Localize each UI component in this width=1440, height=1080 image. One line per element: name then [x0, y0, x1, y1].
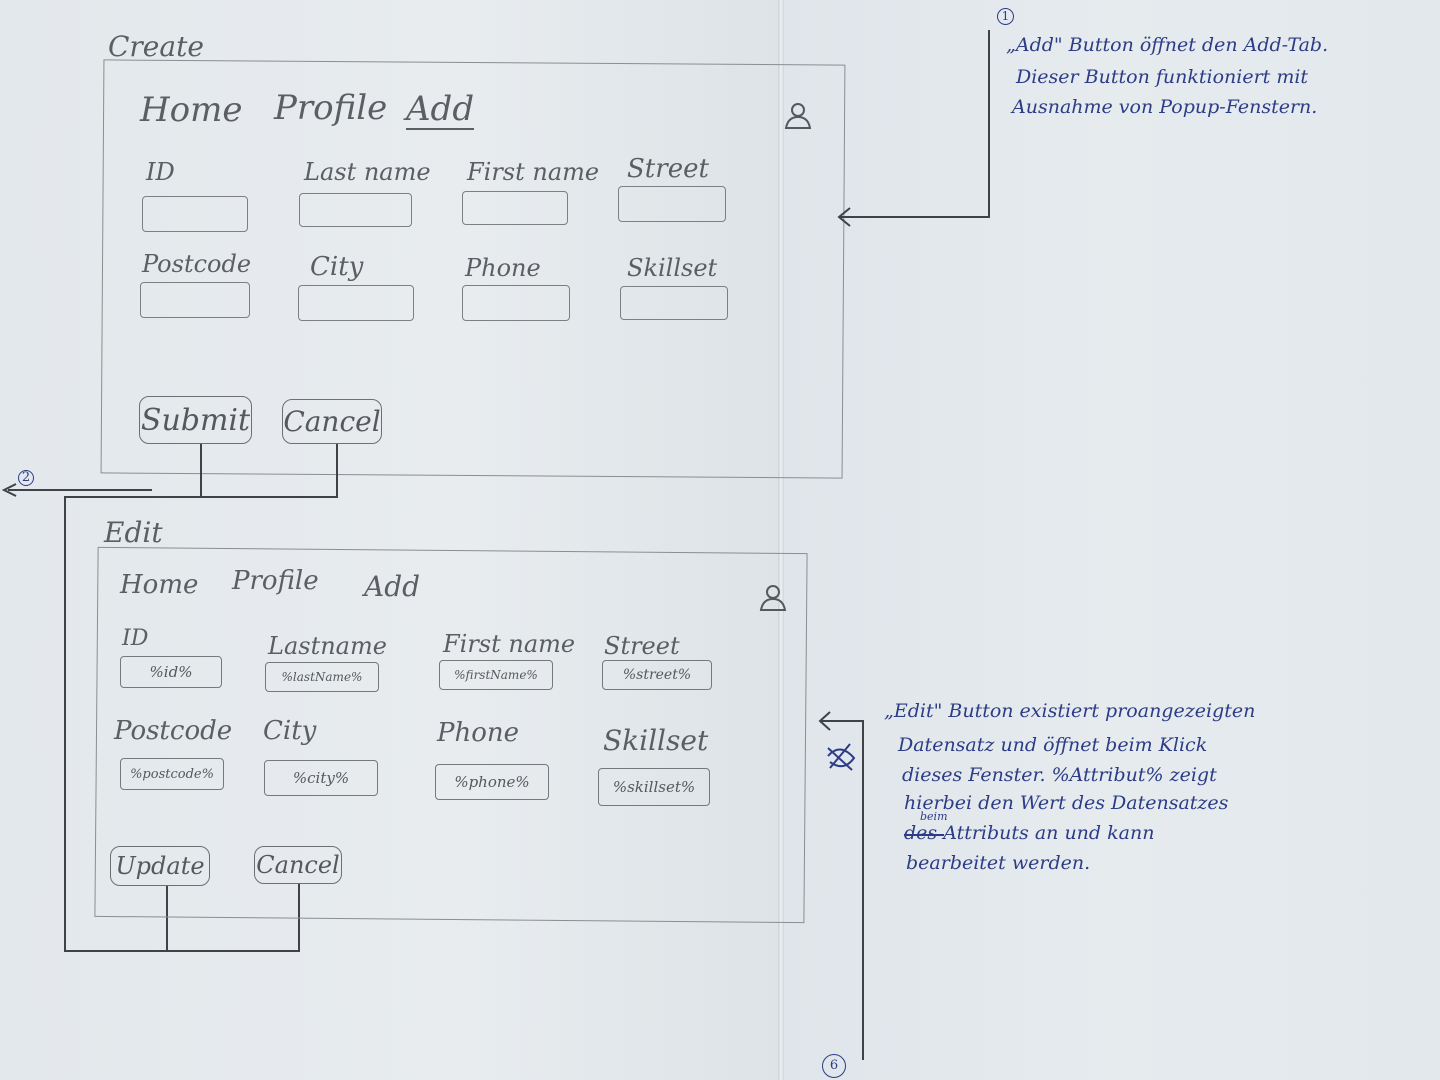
edit-cancel-connector — [298, 884, 300, 952]
create-skillset-input[interactable] — [620, 286, 728, 320]
marker-one: 1 — [997, 8, 1014, 25]
create-last-name-input[interactable] — [299, 193, 412, 227]
create-label-id: ID — [146, 158, 175, 186]
edit-nav-profile[interactable]: Profile — [232, 566, 319, 596]
marker-six: 6 — [822, 1054, 846, 1078]
note-one-connector-horizontal — [840, 216, 990, 218]
create-title: Create — [108, 30, 204, 63]
edit-note-line-6: bearbeitet werden. — [906, 852, 1091, 874]
add-note-line-2: Dieser Button funktioniert mit — [1016, 66, 1309, 88]
edit-first-name-field[interactable]: %firstName% — [439, 660, 553, 690]
marker-two-arrowhead — [1, 483, 17, 497]
paper-left — [0, 0, 782, 1080]
create-label-street: Street — [627, 154, 709, 184]
update-connector — [166, 886, 168, 952]
cancel-connector — [336, 444, 338, 498]
create-first-name-input[interactable] — [462, 191, 568, 225]
edit-note-insert: beim — [920, 810, 948, 823]
create-submit-button[interactable]: Submit — [139, 396, 252, 444]
edit-cancel-button[interactable]: Cancel — [254, 846, 342, 884]
edit-update-button[interactable]: Update — [110, 846, 210, 886]
edit-skillset-field[interactable]: %skillset% — [598, 768, 710, 806]
edit-label-skillset: Skillset — [603, 724, 709, 757]
edit-bottom-connector — [64, 950, 300, 952]
edit-note-line-4: hierbei den Wert des Datensatzes — [904, 792, 1229, 814]
edit-user-icon[interactable] — [758, 582, 788, 612]
create-nav-add[interactable]: Add — [406, 89, 475, 130]
create-user-icon[interactable] — [783, 100, 813, 130]
add-note-line-1: „Add" Button öffnet den Add-Tab. — [1006, 34, 1329, 56]
edit-id-field[interactable]: %id% — [120, 656, 222, 688]
create-label-last-name: Last name — [304, 158, 431, 186]
edit-pointer-horizontal — [820, 720, 864, 722]
paper-right — [782, 0, 1440, 1080]
left-connector — [64, 496, 66, 952]
create-label-first-name: First name — [467, 158, 600, 186]
edit-nav-home[interactable]: Home — [120, 570, 199, 600]
edit-nav-add[interactable]: Add — [364, 570, 421, 603]
edit-note-line-2: Datensatz und öffnet beim Klick — [898, 734, 1208, 756]
edit-postcode-field[interactable]: %postcode% — [120, 758, 224, 790]
create-nav-home[interactable]: Home — [140, 90, 243, 130]
bottom-connector — [64, 496, 338, 498]
create-phone-input[interactable] — [462, 285, 570, 321]
edit-note-line-3: dieses Fenster. %Attribut% zeigt — [902, 764, 1217, 786]
create-label-phone: Phone — [465, 254, 541, 282]
create-label-city: City — [310, 252, 364, 282]
edit-label-city: City — [263, 716, 317, 746]
edit-note-line-1: „Edit" Button existiert proangezeigten — [884, 700, 1256, 722]
paper-fold — [778, 0, 784, 1080]
edit-phone-field[interactable]: %phone% — [435, 764, 549, 800]
edit-label-id: ID — [122, 626, 149, 651]
create-label-skillset: Skillset — [627, 254, 718, 282]
create-city-input[interactable] — [298, 285, 414, 321]
edit-title: Edit — [104, 516, 163, 549]
edit-city-field[interactable]: %city% — [264, 760, 378, 796]
edit-pointer-vertical — [862, 720, 864, 1060]
edit-label-first-name: First name — [443, 630, 576, 658]
create-postcode-input[interactable] — [140, 282, 250, 318]
scribble-mark — [827, 743, 856, 771]
marker-two-arrow-line — [8, 489, 152, 491]
create-id-input[interactable] — [142, 196, 248, 232]
edit-note-line-5: des Attributs an und kann — [904, 822, 1155, 844]
marker-two: 2 — [18, 470, 34, 486]
add-note-line-3: Ausnahme von Popup-Fenstern. — [1012, 96, 1318, 118]
submit-connector — [200, 444, 202, 498]
create-cancel-button[interactable]: Cancel — [282, 399, 382, 444]
edit-pointer-arrowhead — [818, 711, 831, 731]
edit-last-name-field[interactable]: %lastName% — [265, 662, 379, 692]
edit-label-street: Street — [604, 632, 680, 660]
edit-street-field[interactable]: %street% — [602, 660, 712, 690]
create-label-postcode: Postcode — [142, 250, 252, 278]
edit-label-phone: Phone — [437, 718, 520, 748]
note-one-arrowhead — [837, 207, 851, 227]
create-nav-profile[interactable]: Profile — [274, 88, 388, 128]
note-one-connector-vertical — [988, 30, 990, 218]
create-street-input[interactable] — [618, 186, 726, 222]
edit-label-last-name: Lastname — [268, 632, 387, 660]
edit-label-postcode: Postcode — [114, 716, 233, 746]
edit-note-strikethrough — [904, 834, 944, 836]
